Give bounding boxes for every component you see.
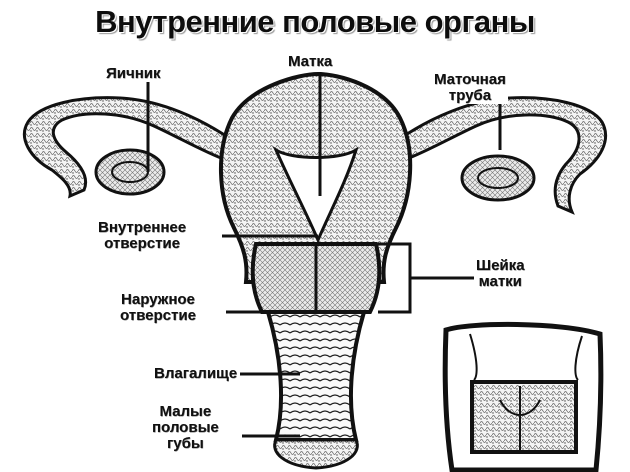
label-cervix: Шейка матки [474, 257, 527, 290]
vagina [265, 310, 367, 442]
left-fallopian-tube [22, 96, 234, 199]
label-vagina: Влагалище [152, 365, 240, 382]
left-ovary [94, 148, 166, 196]
label-internal-os: Внутреннее отверстие [96, 219, 189, 252]
label-ovary: Яичник [104, 65, 163, 82]
diagram-title: Внутренние половые органы [95, 4, 535, 39]
label-uterus: Матка [286, 53, 335, 70]
uterine-cavity [272, 146, 359, 244]
labia-minora [273, 438, 359, 470]
label-fallopian-tube: Маточная труба [432, 71, 508, 104]
label-external-os: Наружное отверстие [118, 291, 198, 324]
right-ovary [460, 154, 536, 202]
label-labia-minora: Малые половые губы [150, 403, 221, 452]
inset-pelvic-view [442, 321, 604, 472]
